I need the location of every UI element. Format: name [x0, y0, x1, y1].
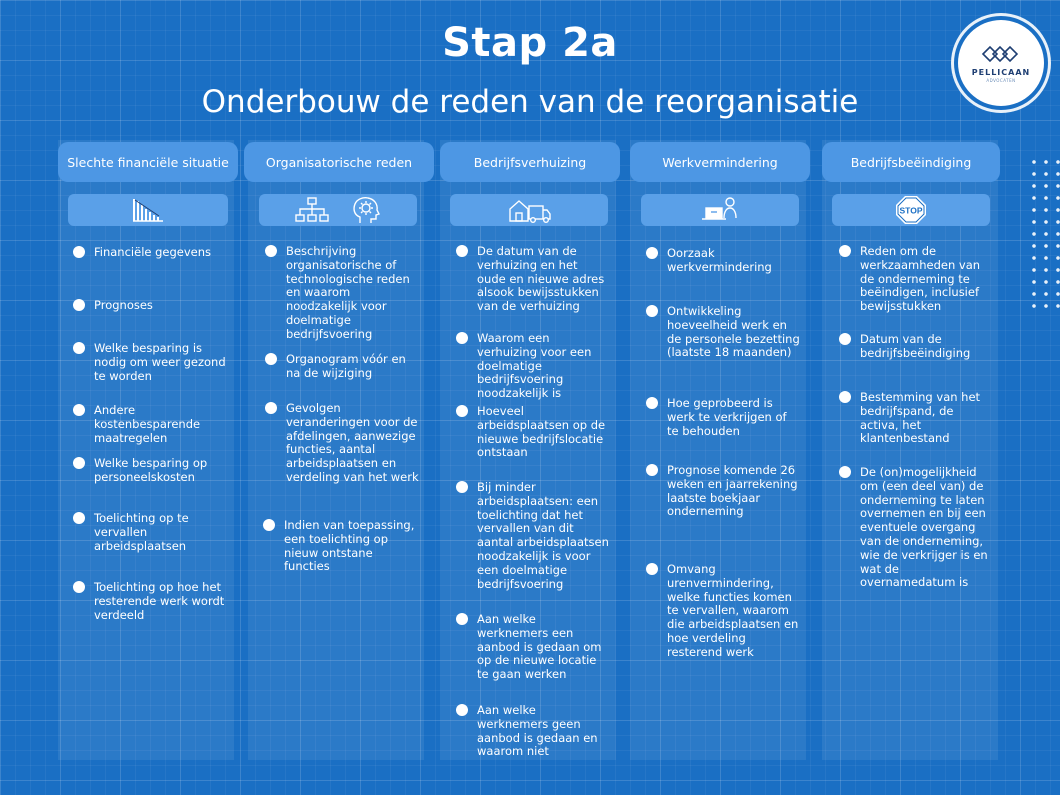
list-item: Hoeveel arbeidsplaatsen op de nieuwe bed… — [456, 404, 609, 460]
list-item: Omvang urenvermindering, welke functies … — [646, 562, 801, 660]
list-item: Waarom een verhuizing voor een doelmatig… — [456, 331, 609, 401]
list-item: Organogram vóór en na de wijziging — [265, 352, 422, 381]
column-header-termination: Bedrijfsbeëindiging — [822, 142, 1000, 182]
company-logo: PELLICAAN ADVOCATEN — [958, 20, 1044, 106]
list-item: Welke besparing is nodig om weer gezond … — [73, 341, 226, 383]
decorative-dots — [1028, 156, 1060, 316]
list-item: Bestemming van het bedrijfspand, de acti… — [839, 390, 992, 446]
list-item: De datum van de verhuizing en het oude e… — [456, 244, 609, 314]
list-item: Aan welke werknemers een aanbod is gedaa… — [456, 612, 609, 682]
logo-tagline: ADVOCATEN — [986, 78, 1016, 83]
moving-truck-icon — [509, 200, 551, 224]
gear-head-icon — [353, 197, 380, 223]
column-panel — [58, 140, 234, 760]
declining-bar-chart-icon — [133, 199, 163, 222]
list-item: Aan welke werknemers geen aanbod is geda… — [456, 703, 609, 759]
list-item: Prognoses — [73, 298, 226, 313]
column-panel — [822, 140, 998, 760]
icon-box-financial — [68, 194, 228, 226]
list-item: Indien van toepassing, een toelichting o… — [263, 518, 422, 574]
list-item: Hoe geprobeerd is werk te verkrijgen of … — [646, 396, 801, 438]
page-title: Stap 2a — [442, 20, 618, 66]
logo-name: PELLICAAN — [971, 68, 1031, 77]
stop-sign-label: STOP — [900, 206, 923, 216]
column-header-organisational: Organisatorische reden — [244, 142, 434, 182]
list-item: Oorzaak werkvermindering — [646, 246, 801, 275]
column-panel — [248, 140, 424, 760]
icon-box-organisational — [259, 194, 417, 226]
list-item: De (on)mogelijkheid om (een deel van) de… — [839, 465, 992, 590]
column-header-relocation: Bedrijfsverhuizing — [440, 142, 620, 182]
list-item: Toelichting op hoe het resterende werk w… — [73, 580, 225, 622]
list-item: Welke besparing op personeelskosten — [73, 456, 226, 485]
list-item: Toelichting op te vervallen arbeidsplaat… — [73, 511, 226, 553]
icon-box-relocation — [450, 194, 608, 226]
list-item: Datum van de bedrijfsbeëindiging — [839, 332, 992, 361]
icon-box-work-reduction — [641, 194, 799, 226]
page-subtitle: Onderbouw de reden van de reorganisatie — [201, 84, 859, 120]
person-laptop-icon — [702, 197, 737, 220]
list-item: Gevolgen veranderingen voor de afdelinge… — [265, 401, 422, 485]
column-header-work-reduction: Werkvermindering — [630, 142, 810, 182]
stop-sign-icon: STOP — [896, 196, 926, 224]
list-item: Bij minder arbeidsplaatsen: een toelicht… — [456, 480, 609, 591]
list-item: Financiële gegevens — [73, 245, 226, 260]
diamond-logo-icon — [981, 45, 1019, 63]
list-item: Beschrijving organisatorische of technol… — [265, 244, 422, 342]
list-item: Reden om de werkzaamheden van de onderne… — [839, 244, 992, 314]
org-chart-icon — [295, 197, 329, 222]
list-item: Prognose komende 26 weken en jaarrekenin… — [646, 463, 801, 519]
icon-box-termination: STOP — [832, 194, 990, 226]
column-panel — [440, 140, 616, 760]
list-item: Ontwikkeling hoeveelheid werk en de pers… — [646, 304, 800, 360]
list-item: Andere kostenbesparende maatregelen — [73, 403, 226, 445]
column-header-financial: Slechte financiële situatie — [58, 142, 238, 182]
column-panel — [630, 140, 806, 760]
